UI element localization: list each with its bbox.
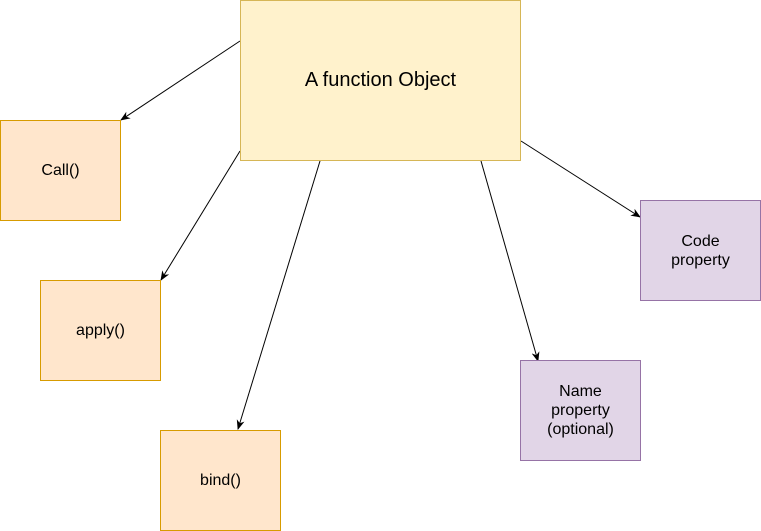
function-object-node[interactable]: A function Object [240,0,521,161]
name-property-node[interactable]: Name property (optional) [520,360,641,461]
code-property-node[interactable]: Code property [640,200,761,301]
bind-method-label: bind() [200,472,241,489]
edge-main-to-code-property [520,140,641,218]
edge-main-to-name-property [480,160,540,362]
edge-main-to-apply [160,150,241,281]
apply-method-node[interactable]: apply() [40,280,161,381]
function-object-label: A function Object [304,69,457,91]
call-method-label: Call() [41,162,80,179]
apply-method-label: apply() [76,322,125,339]
edge-main-to-bind [236,160,321,430]
name-property-label: Name property (optional) [547,383,614,438]
code-property-label: Code property [671,232,730,269]
edge-main-to-call [120,40,241,121]
call-method-node[interactable]: Call() [0,120,121,221]
bind-method-node[interactable]: bind() [160,430,281,531]
